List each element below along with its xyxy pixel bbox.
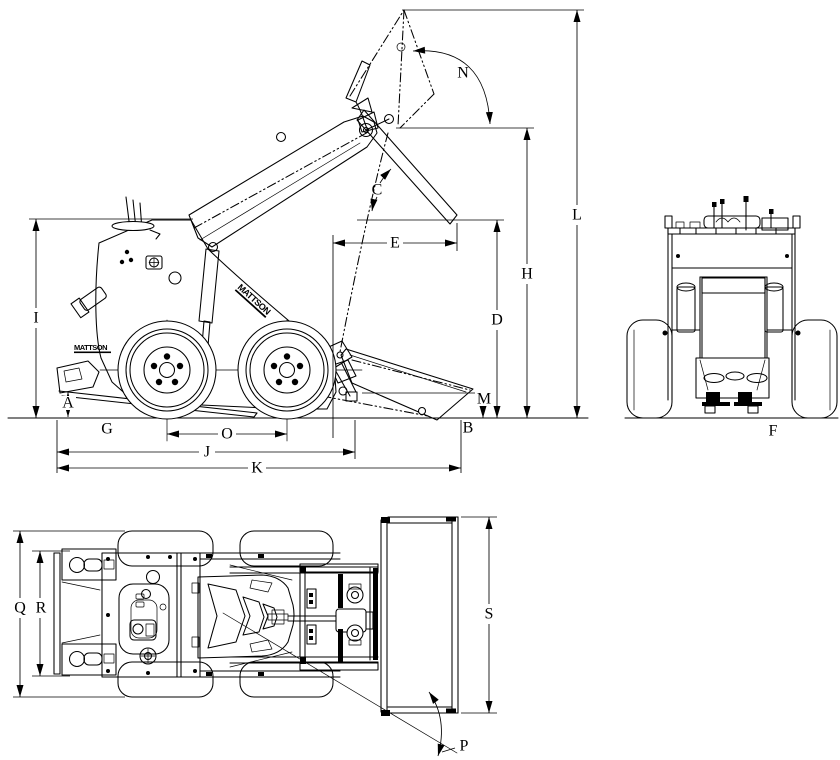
dim-N: N: [412, 46, 493, 125]
dim-S: S: [461, 516, 497, 714]
dim-label: S: [485, 606, 494, 623]
radiator-grille: [699, 276, 768, 359]
tire-rear-left: [117, 530, 214, 567]
dim-label: R: [36, 600, 47, 617]
dim-P: P: [428, 691, 469, 757]
dim-label: G: [101, 421, 113, 438]
dim-G: G: [101, 421, 113, 438]
dim-label: C: [372, 182, 383, 199]
dim-I: I: [29, 218, 193, 418]
dim-label: O: [221, 426, 233, 443]
dim-L: L: [402, 9, 585, 418]
axle-housing: [695, 357, 770, 414]
side-view: MATTSON MATTSON: [7, 9, 589, 442]
brand-logo-text: MATTSON: [74, 343, 107, 352]
tire-rear-right: [117, 661, 214, 698]
intake-cylinder-left: [676, 282, 696, 333]
brand-logo-boom: MATTSON: [234, 282, 273, 318]
boom-arm: [188, 113, 395, 248]
body-hole: [168, 271, 182, 285]
tire-front-right: [239, 661, 334, 698]
control-levers: [111, 196, 161, 240]
front-view-wheel-left: [626, 319, 673, 419]
exhaust-stack: [70, 286, 107, 319]
intake-cylinder-right: [764, 282, 784, 333]
dim-R: R: [32, 550, 70, 677]
console-chevron-1: [207, 583, 246, 649]
dim-label: B: [463, 420, 474, 437]
panel-dot: [124, 249, 130, 255]
dim-label: K: [251, 460, 263, 477]
dim-M: M: [362, 391, 492, 418]
console-chevron-2: [242, 596, 265, 636]
dim-O: O: [167, 426, 287, 443]
dim-label: P: [460, 738, 469, 755]
rear-wheel: [237, 320, 337, 420]
front-wheel: [117, 320, 217, 420]
dim-label: F: [769, 423, 778, 440]
dim-label: J: [204, 444, 210, 461]
dimension-annotations: L H D M B E N C: [11, 9, 778, 757]
console-chevron-3: [262, 603, 278, 630]
bucket-top-view: [380, 516, 459, 716]
rear-blade: [56, 360, 100, 394]
tire-front-left: [239, 530, 334, 567]
front-view-wheel-right: [791, 319, 838, 419]
dim-B: B: [460, 420, 474, 473]
engine-deck: [101, 552, 201, 678]
dim-C: C: [370, 168, 392, 212]
dim-F: F: [769, 423, 778, 440]
operator-console: [191, 574, 295, 659]
dim-label: D: [491, 312, 503, 329]
boom-top-view: [287, 563, 379, 671]
dim-K: K: [57, 460, 461, 477]
swing-line: [222, 612, 458, 754]
dim-D: D: [357, 219, 506, 418]
chassis-rails: [199, 552, 379, 678]
dim-E: E: [332, 223, 458, 438]
dim-label: E: [390, 235, 400, 252]
front-levers: [675, 196, 789, 231]
dim-Q: Q: [11, 530, 125, 698]
dim-label: M: [477, 391, 491, 408]
rear-bumper: [53, 548, 117, 676]
dim-A: A: [60, 392, 76, 417]
brand-logo-text: MATTSON: [236, 282, 273, 316]
dim-label: A: [62, 395, 74, 412]
brand-logo-body: MATTSON: [74, 343, 111, 354]
dim-H: H: [396, 127, 536, 418]
top-view: [53, 516, 459, 754]
dim-J: J: [56, 420, 356, 473]
bucket-phantom: [339, 9, 435, 353]
dim-label: L: [572, 207, 582, 224]
dim-label: H: [521, 266, 533, 283]
bucket-raised: [345, 60, 458, 225]
emblem: [145, 255, 163, 270]
dim-label: I: [33, 310, 38, 327]
bucket-lowered: [321, 340, 474, 421]
dim-label: N: [457, 65, 469, 82]
dim-label: Q: [14, 600, 26, 617]
front-view: [624, 196, 839, 419]
